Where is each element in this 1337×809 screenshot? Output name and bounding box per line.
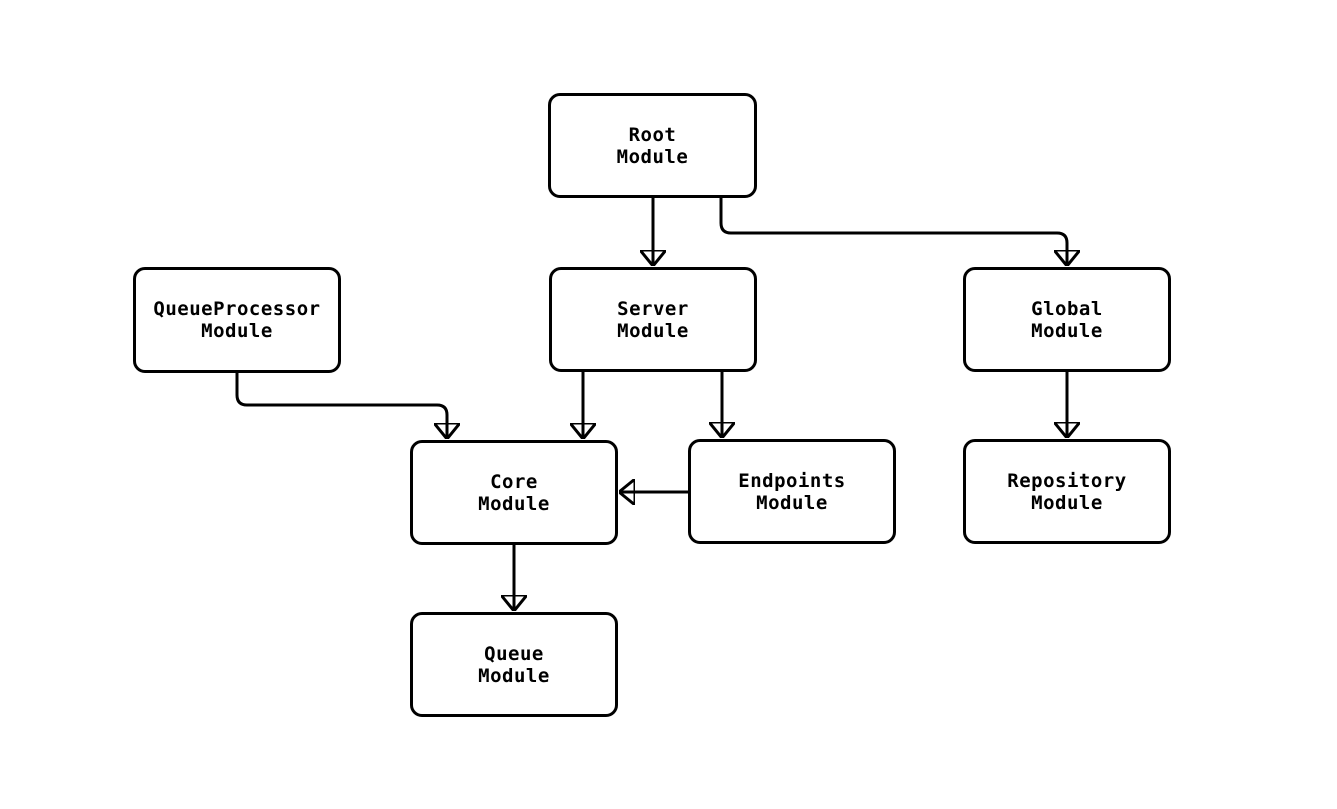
node-queue-module: Queue Module	[410, 612, 618, 717]
node-core-module-label: Core Module	[478, 470, 550, 515]
node-repository-module-label: Repository Module	[1007, 469, 1127, 514]
node-global-module-label: Global Module	[1031, 297, 1103, 342]
node-endpoints-module-label: Endpoints Module	[738, 469, 846, 514]
node-root-module: Root Module	[548, 93, 757, 198]
node-server-module-label: Server Module	[617, 297, 689, 342]
node-global-module: Global Module	[963, 267, 1171, 372]
node-root-module-label: Root Module	[616, 123, 689, 168]
node-queueprocessor-module-label: QueueProcessor Module	[153, 298, 321, 342]
node-queue-module-label: Queue Module	[478, 642, 550, 687]
edge-root-to-global	[719, 198, 1067, 265]
node-repository-module: Repository Module	[963, 439, 1171, 544]
node-core-module: Core Module	[410, 440, 618, 545]
node-queueprocessor-module: QueueProcessor Module	[133, 267, 341, 373]
node-server-module: Server Module	[549, 267, 757, 372]
node-endpoints-module: Endpoints Module	[688, 439, 896, 544]
edge-queueprocessor-to-core	[235, 373, 447, 438]
